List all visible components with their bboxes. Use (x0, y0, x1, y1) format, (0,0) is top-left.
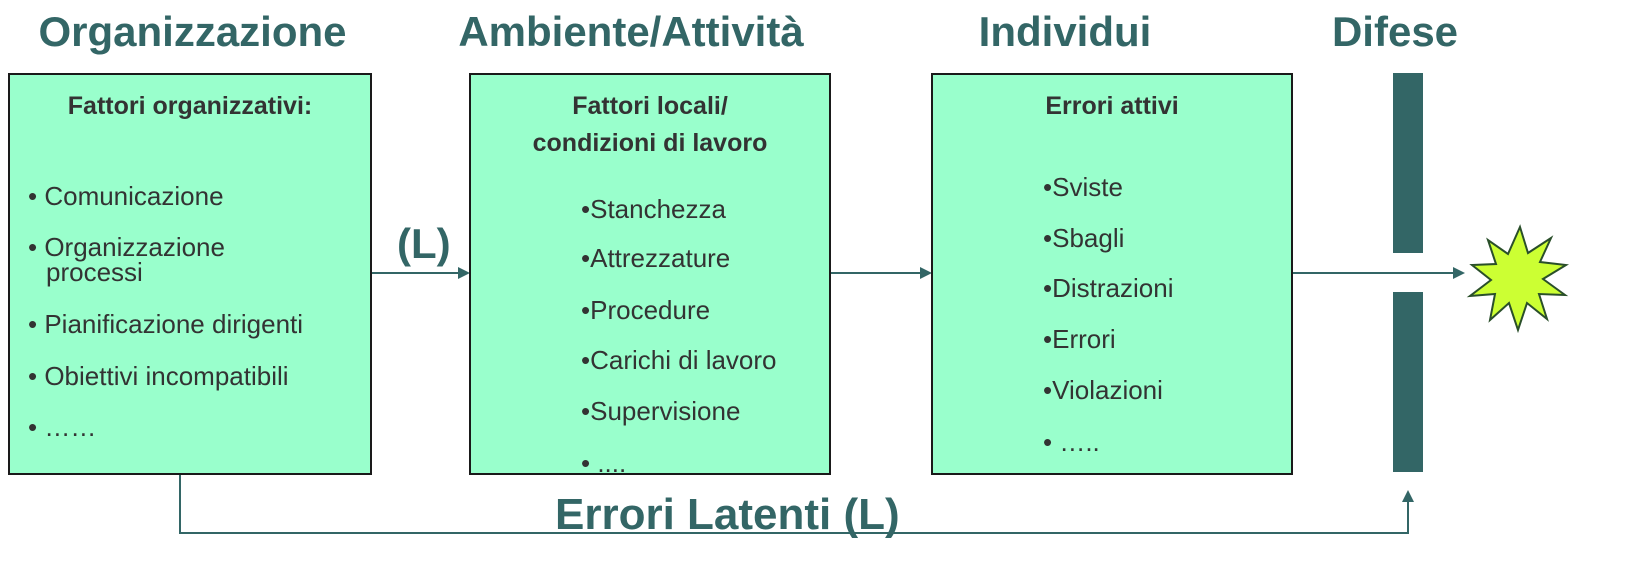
list-item: •Violazioni (1043, 375, 1163, 405)
list-item: •Attrezzature (581, 243, 731, 273)
list-item: • ….. (1043, 427, 1100, 457)
list-item: •Carichi di lavoro (581, 345, 777, 375)
latent-error-path (179, 475, 1414, 534)
list-item: • Pianificazione dirigenti (28, 309, 304, 339)
heading-organizzazione: Organizzazione (38, 8, 347, 55)
box-title: Errori attivi (1045, 92, 1179, 120)
list-item: •Sviste (1043, 172, 1123, 202)
heading-individui: Individui (978, 8, 1152, 55)
box-title-line1: Fattori locali/ (572, 92, 728, 120)
list-item: • Organizzazione (28, 232, 225, 262)
box-fattori-locali: Fattori locali/ condizioni di lavoro •St… (469, 73, 831, 478)
list-item: •Supervisione (581, 396, 741, 426)
list-item: processi (46, 257, 143, 287)
defense-barrier-top (1393, 73, 1423, 253)
list-item: • Comunicazione (28, 181, 224, 211)
box-title-line2: condizioni di lavoro (532, 129, 768, 157)
list-item: •Errori (1043, 324, 1116, 354)
latent-errors-label: Errori Latenti (L) (555, 490, 900, 539)
heading-difese: Difese (1331, 8, 1459, 55)
defense-barrier-bottom (1393, 292, 1423, 472)
list-item: •Procedure (581, 295, 711, 325)
list-item: • Obiettivi incompatibili (28, 361, 289, 391)
heading-ambiente-attivita: Ambiente/Attività (458, 8, 804, 55)
list-item: •Sbagli (1043, 223, 1125, 253)
box-fattori-organizzativi: Fattori organizzativi: • Comunicazione •… (8, 73, 372, 475)
arrow-label-latent: (L) (397, 220, 451, 267)
box-errori-attivi: Errori attivi •Sviste •Sbagli •Distrazio… (931, 73, 1293, 475)
list-item: • …… (28, 412, 97, 442)
list-item: • .... (581, 448, 627, 478)
list-item: •Stanchezza (581, 194, 726, 224)
box-title: Fattori organizzativi: (67, 92, 313, 120)
list-item: •Distrazioni (1043, 273, 1174, 303)
hazard-star-icon (1466, 224, 1570, 334)
